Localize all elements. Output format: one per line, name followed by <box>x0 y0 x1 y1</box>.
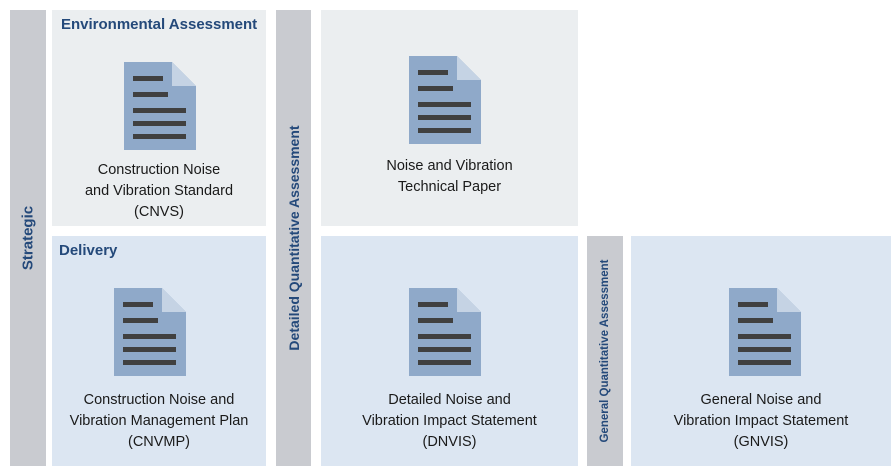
gnvis-title: General Noise and Vibration Impact State… <box>631 390 891 453</box>
delivery-panel: Delivery Construction Noise and Vibratio… <box>52 236 266 466</box>
dnvis-line-1: Detailed Noise and <box>388 392 511 408</box>
cnvs-title: Construction Noise and Vibration Standar… <box>52 160 266 223</box>
technical-paper-line-2: Technical Paper <box>397 179 502 195</box>
dnvis-line-3: (DNVIS) <box>422 434 477 450</box>
detailed-quantitative-assessment-bar: Detailed Quantitative Assessment <box>276 10 311 466</box>
document-icon <box>405 52 485 148</box>
environmental-assessment-heading: Environmental Assessment <box>61 16 258 33</box>
strategic-label: Strategic <box>19 205 37 271</box>
gnvis-line-3: (GNVIS) <box>733 434 789 450</box>
cnvmp-title: Construction Noise and Vibration Managem… <box>52 390 266 453</box>
cnvs-line-2: and Vibration Standard <box>84 183 234 199</box>
document-icon <box>110 284 190 380</box>
cnvs-line-1: Construction Noise <box>97 162 221 178</box>
document-icon <box>405 284 485 380</box>
dnvis-panel: Detailed Noise and Vibration Impact Stat… <box>321 236 578 466</box>
strategic-bar: Strategic <box>10 10 46 466</box>
gnvis-line-2: Vibration Impact Statement <box>673 413 849 429</box>
gnvis-line-1: General Noise and <box>700 392 822 408</box>
environmental-assessment-panel: Environmental Assessment Construction No… <box>52 10 266 226</box>
technical-paper-panel: Noise and Vibration Technical Paper <box>321 10 578 226</box>
delivery-heading: Delivery <box>59 242 118 259</box>
document-icon <box>120 58 200 154</box>
technical-paper-title: Noise and Vibration Technical Paper <box>321 156 578 198</box>
cnvs-line-3: (CNVS) <box>134 204 184 220</box>
cnvmp-line-1: Construction Noise and <box>83 392 235 408</box>
gnvis-panel: General Noise and Vibration Impact State… <box>631 236 891 466</box>
detailed-quantitative-assessment-label: Detailed Quantitative Assessment <box>285 125 302 351</box>
dnvis-line-2: Vibration Impact Statement <box>362 413 537 429</box>
dnvis-title: Detailed Noise and Vibration Impact Stat… <box>321 390 578 453</box>
general-quantitative-assessment-bar: General Quantitative Assessment <box>587 236 623 466</box>
cnvmp-line-3: (CNVMP) <box>127 434 191 450</box>
cnvmp-line-2: Vibration Management Plan <box>69 413 249 429</box>
document-icon <box>725 284 805 380</box>
general-quantitative-assessment-label: General Quantitative Assessment <box>599 259 611 443</box>
technical-paper-line-1: Noise and Vibration <box>386 158 513 174</box>
